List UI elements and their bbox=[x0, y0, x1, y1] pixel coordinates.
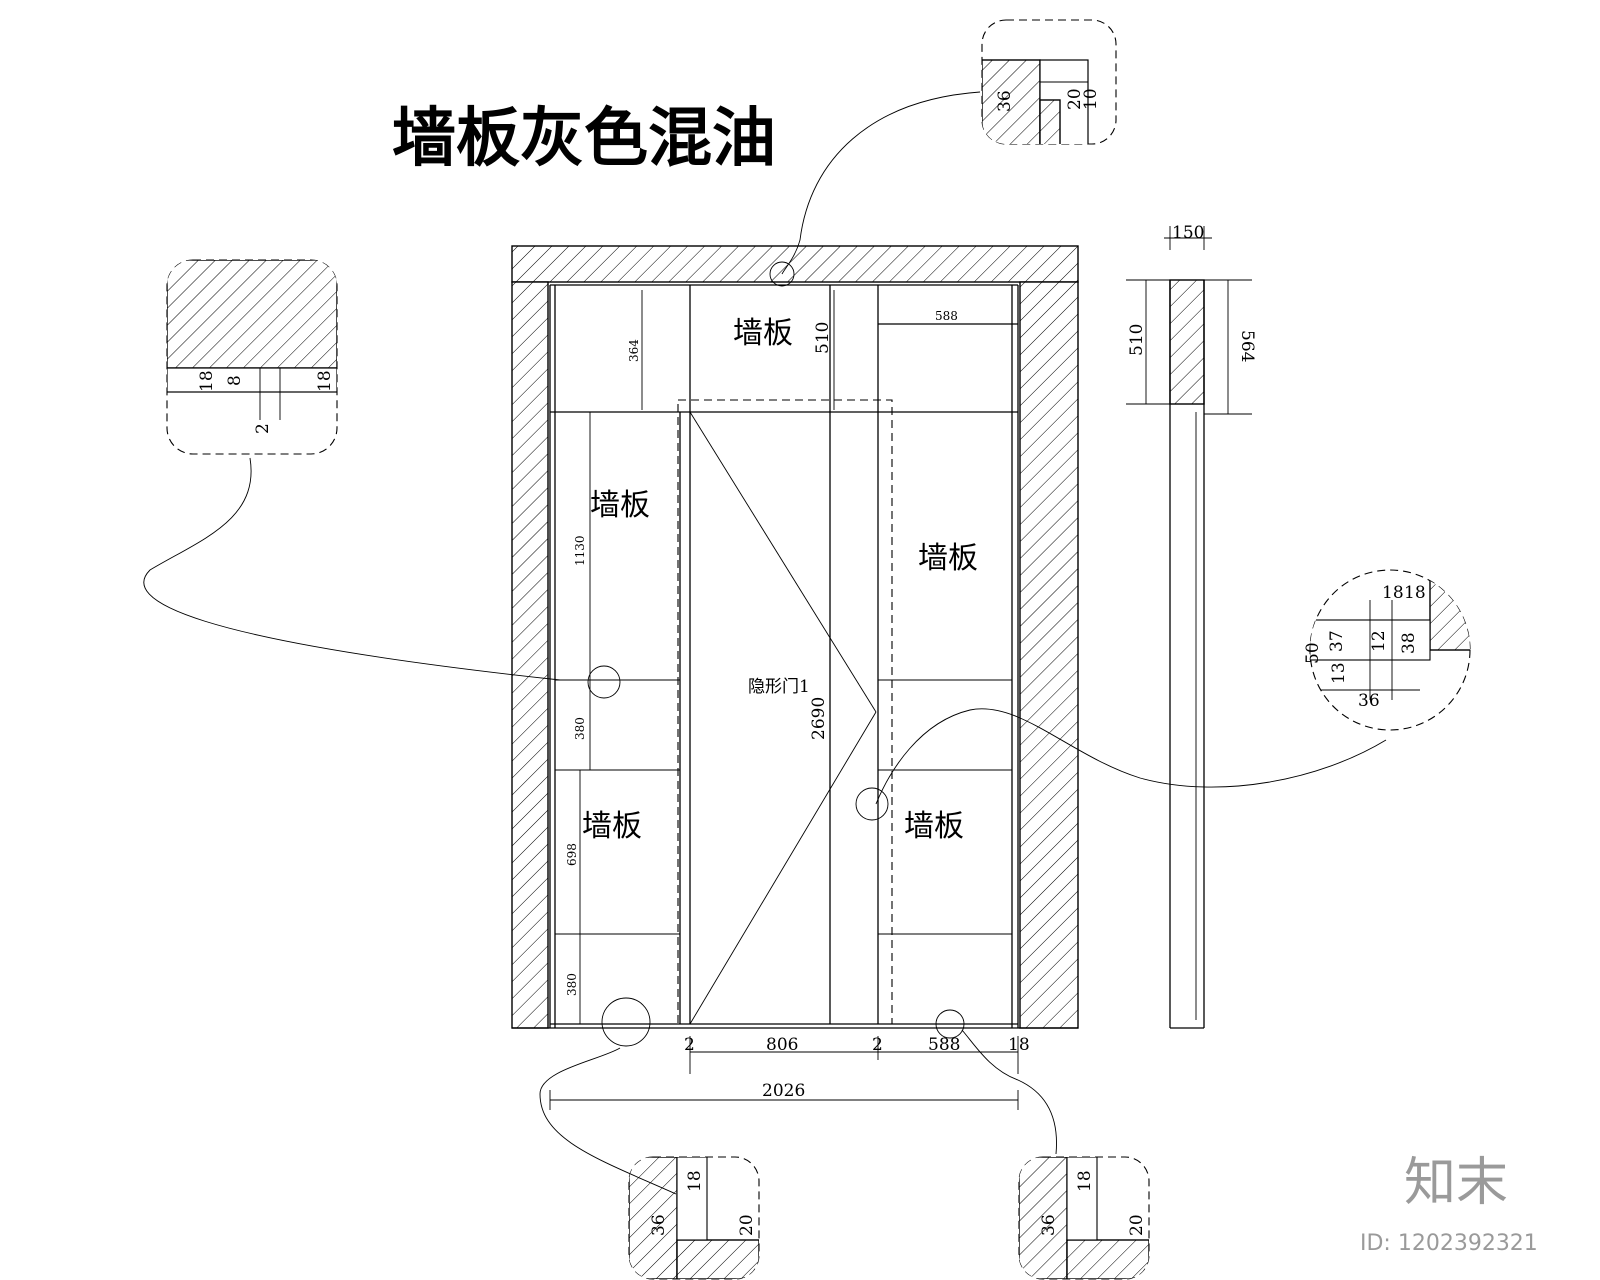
detail-left-18a: 18 bbox=[197, 370, 217, 392]
drawing-title: 墙板灰色混油 bbox=[392, 102, 776, 176]
detail-br-20: 20 bbox=[1127, 1214, 1147, 1236]
dim-806: 806 bbox=[766, 1035, 798, 1055]
door-height: 2690 bbox=[809, 697, 829, 740]
detail-top-10: 10 bbox=[1081, 88, 1101, 110]
detail-left-2: 2 bbox=[253, 423, 273, 434]
detail-top-20: 20 bbox=[1065, 88, 1085, 110]
image-id: ID: 1202392321 bbox=[1360, 1231, 1538, 1256]
dim-18: 18 bbox=[1008, 1035, 1030, 1055]
wall-frame bbox=[511, 245, 1079, 1029]
panel-label-left-lower: 墙板 bbox=[582, 809, 642, 844]
panel-grid bbox=[512, 284, 1078, 1029]
panel-label-right-lower: 墙板 bbox=[904, 809, 964, 844]
detail-right-18b: 18 bbox=[1404, 583, 1426, 603]
dim-698: 698 bbox=[565, 843, 579, 866]
dim-364: 364 bbox=[627, 339, 641, 362]
detail-bl-36: 36 bbox=[649, 1214, 669, 1236]
detail-right-37: 37 bbox=[1327, 630, 1347, 652]
dim-510: 510 bbox=[813, 322, 833, 354]
panel-label-top: 墙板 bbox=[733, 316, 793, 351]
dim-gap-right: 2 bbox=[872, 1035, 883, 1055]
dim-2026: 2026 bbox=[762, 1081, 805, 1101]
detail-bottom-right: 18 36 20 bbox=[935, 1009, 1150, 1280]
dim-380-bottom: 380 bbox=[565, 973, 579, 996]
dim-380-mid: 380 bbox=[573, 717, 587, 740]
dim-side-510: 510 bbox=[1127, 324, 1147, 356]
panel-label-right-upper: 墙板 bbox=[918, 541, 978, 576]
dim-588-bottom: 588 bbox=[928, 1035, 960, 1055]
detail-left-18b: 18 bbox=[315, 370, 335, 392]
right-wall bbox=[1019, 281, 1079, 1029]
detail-br-36: 36 bbox=[1039, 1214, 1059, 1236]
detail-right-13: 13 bbox=[1329, 662, 1349, 684]
detail-right: 18 18 50 37 12 38 13 36 bbox=[855, 569, 1471, 821]
panel-labels: 墙板 墙板 墙板 墙板 墙板 bbox=[582, 316, 978, 844]
detail-br-18: 18 bbox=[1075, 1170, 1095, 1192]
brand-logo: 知末 bbox=[1404, 1153, 1508, 1213]
top-wall bbox=[511, 245, 1079, 283]
dim-150: 150 bbox=[1172, 223, 1204, 243]
detail-bl-18: 18 bbox=[685, 1170, 705, 1192]
left-wall bbox=[511, 281, 549, 1029]
side-top-hatch bbox=[1169, 279, 1205, 405]
bottom-dimensions: 2 806 2 588 18 2026 bbox=[549, 1035, 1030, 1110]
dim-gap-left: 2 bbox=[684, 1035, 695, 1055]
detail-top: 36 20 10 bbox=[769, 19, 1117, 287]
detail-bottom-left: 18 36 20 bbox=[539, 997, 760, 1280]
detail-right-18a: 18 bbox=[1382, 583, 1404, 603]
detail-top-36: 36 bbox=[995, 90, 1015, 112]
inner-dimensions: 364 510 588 1130 380 698 380 bbox=[565, 290, 958, 1024]
detail-right-50: 50 bbox=[1303, 642, 1323, 664]
detail-right-36: 36 bbox=[1358, 691, 1380, 711]
detail-left: 18 8 18 2 bbox=[143, 259, 621, 699]
dim-side-564: 564 bbox=[1237, 330, 1257, 362]
dim-1130: 1130 bbox=[573, 535, 587, 566]
detail-right-38: 38 bbox=[1399, 632, 1419, 654]
panel-label-left-upper: 墙板 bbox=[590, 488, 650, 523]
hidden-door: 隐形门1 2690 bbox=[677, 285, 893, 1025]
detail-right-12: 12 bbox=[1369, 630, 1389, 652]
dim-588-top: 588 bbox=[935, 309, 958, 323]
detail-bl-20: 20 bbox=[737, 1214, 757, 1236]
detail-left-8: 8 bbox=[225, 375, 245, 386]
side-section: 150 510 564 bbox=[1126, 223, 1257, 1029]
door-label: 隐形门1 bbox=[748, 677, 810, 697]
